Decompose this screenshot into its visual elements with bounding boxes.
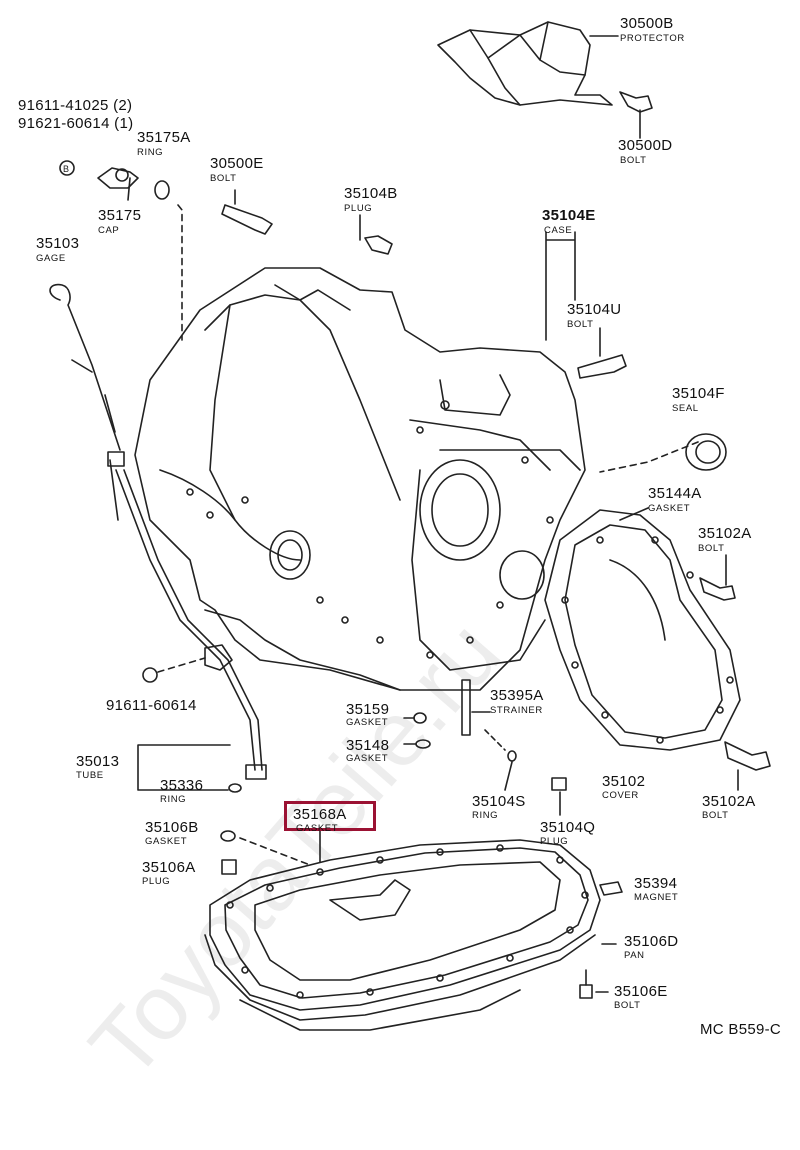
part-number-35106d[interactable]: 35106D	[624, 933, 679, 950]
highlighted-part-frame	[284, 801, 376, 831]
part-name-magnet: MAGNET	[634, 892, 679, 903]
part-name-pan: PAN	[624, 950, 645, 961]
bolt-30500e-shape	[221, 189, 273, 235]
part-number-91611-41025[interactable]: 91611-41025 (2)	[18, 97, 133, 114]
part-number-91611-60614[interactable]: 91611-60614	[106, 697, 197, 714]
part-name-plug: PLUG	[142, 876, 171, 887]
part-name-bolt: BOLT	[702, 810, 729, 821]
part-name-bolt: BOLT	[210, 173, 237, 184]
cap-35175-shape: B	[59, 160, 170, 201]
seal-35104f-shape	[599, 433, 727, 473]
part-name-gasket: GASKET	[346, 753, 389, 764]
part-number-35102a-top[interactable]: 35102A	[698, 525, 752, 542]
magnet-35394-shape	[599, 881, 623, 896]
part-number-35013[interactable]: 35013	[76, 753, 120, 770]
part-number-35336[interactable]: 35336	[160, 777, 204, 794]
part-name-gasket: GASKET	[346, 717, 389, 728]
transaxle-case-shape	[134, 267, 586, 691]
part-name-bolt: BOLT	[620, 155, 647, 166]
part-number-35168a[interactable]: 35168A	[293, 806, 347, 823]
part-name-protector: PROTECTOR	[620, 33, 685, 44]
part-number-30500b[interactable]: 30500B	[620, 15, 674, 32]
part-number-35144a[interactable]: 35144A	[648, 485, 702, 502]
part-number-35103[interactable]: 35103	[36, 235, 80, 252]
part-number-35104s[interactable]: 35104S	[472, 793, 526, 810]
part-name-seal: SEAL	[672, 403, 699, 414]
svg-text:B: B	[63, 164, 69, 174]
part-name-strainer: STRAINER	[490, 705, 543, 716]
part-name-plug: PLUG	[540, 836, 569, 847]
part-number-30500e[interactable]: 30500E	[210, 155, 264, 172]
bolt-35102a-top-shape	[699, 554, 736, 601]
part-name-ring: RING	[137, 147, 164, 158]
part-number-35104f[interactable]: 35104F	[672, 385, 725, 402]
gasket-35148-shape	[415, 739, 431, 749]
b-marker	[142, 667, 158, 683]
part-name-tube: TUBE	[76, 770, 104, 781]
part-name-bolt: BOLT	[698, 543, 725, 554]
plug-35106a-shape	[221, 859, 237, 875]
part-number-35102[interactable]: 35102	[602, 773, 646, 790]
part-number-35104q[interactable]: 35104Q	[540, 819, 596, 836]
case-leader	[545, 231, 576, 341]
part-number-35106b[interactable]: 35106B	[145, 819, 199, 836]
part-number-35175[interactable]: 35175	[98, 207, 142, 224]
gasket-35159-shape	[413, 712, 427, 724]
part-name-gasket: GASKET	[648, 503, 691, 514]
part-number-35106a[interactable]: 35106A	[142, 859, 196, 876]
part-number-35159[interactable]: 35159	[346, 701, 390, 718]
part-name-case: CASE	[544, 225, 573, 236]
part-number-91621-60614[interactable]: 91621-60614 (1)	[18, 115, 134, 132]
part-name-plug: PLUG	[344, 203, 373, 214]
strainer-bolt-shape	[461, 679, 517, 791]
part-name-gage: GAGE	[36, 253, 66, 264]
part-name-gasket: GASKET	[296, 823, 339, 834]
part-number-30500d[interactable]: 30500D	[618, 137, 673, 154]
leader-dashed	[177, 204, 183, 341]
part-name-gasket: GASKET	[145, 836, 188, 847]
part-name-ring: RING	[472, 810, 499, 821]
part-number-35104b[interactable]: 35104B	[344, 185, 398, 202]
side-cover-35102-shape	[544, 507, 741, 751]
bolt-35104u-shape	[577, 354, 627, 379]
part-number-35104u[interactable]: 35104U	[567, 301, 622, 318]
diagram-code: MC B559-C	[700, 1021, 782, 1038]
part-number-35104e[interactable]: 35104E	[542, 207, 596, 224]
gage-dipstick-shape	[49, 283, 125, 521]
protector-shape	[437, 21, 619, 106]
bolt-30500d-shape	[619, 91, 653, 139]
part-number-35102a-bottom[interactable]: 35102A	[702, 793, 756, 810]
part-name-cap: CAP	[98, 225, 120, 236]
gasket-35106b-shape	[220, 830, 236, 842]
part-number-35106e[interactable]: 35106E	[614, 983, 668, 1000]
part-name-ring: RING	[160, 794, 187, 805]
part-number-35148[interactable]: 35148	[346, 737, 390, 754]
part-number-35395a[interactable]: 35395A	[490, 687, 544, 704]
part-name-bolt: BOLT	[567, 319, 594, 330]
part-number-35394[interactable]: 35394	[634, 875, 678, 892]
bolt-35102a-bottom-shape	[724, 741, 771, 791]
part-number-35175a[interactable]: 35175A	[137, 129, 191, 146]
part-name-bolt: BOLT	[614, 1000, 641, 1011]
part-name-cover: COVER	[602, 790, 639, 801]
oil-pan-shape	[204, 839, 601, 1031]
tube-35013-shape	[115, 469, 267, 793]
bolt-35106e-shape	[579, 984, 593, 999]
plug-35104b-shape	[359, 214, 393, 255]
plug-35104q-shape	[551, 777, 567, 791]
